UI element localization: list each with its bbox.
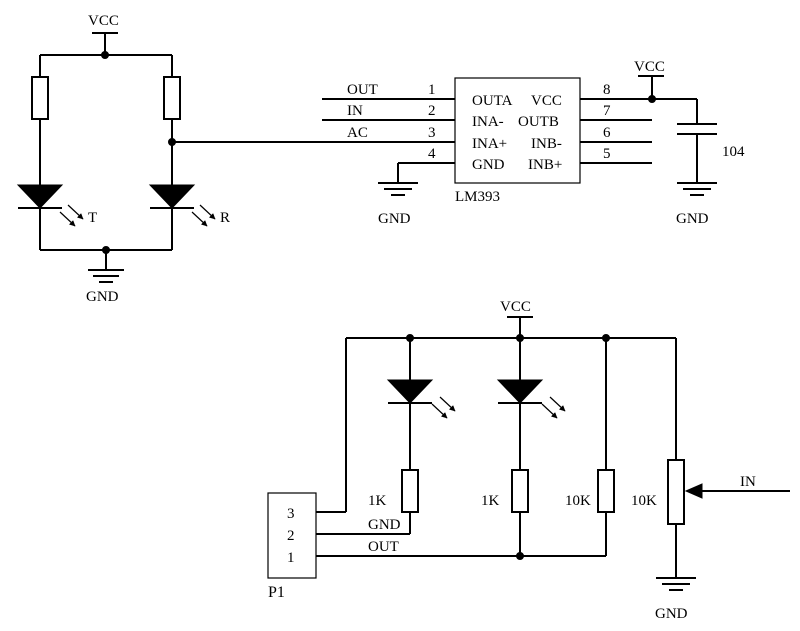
net-label-out: OUT — [347, 82, 378, 98]
pin-number: 6 — [603, 125, 611, 141]
pin-name: VCC — [531, 93, 562, 109]
potentiometer-10k — [667, 459, 685, 525]
resistor-1k-b-label: 1K — [481, 493, 500, 509]
resistor-emitter — [31, 76, 49, 120]
resistor-receiver — [163, 76, 181, 120]
net-label-out-bottom: OUT — [368, 539, 399, 555]
pin-number: 8 — [603, 82, 611, 98]
ir-receiver-led-r — [148, 184, 216, 227]
gnd-label-cap: GND — [676, 211, 709, 227]
pot-wiper-arrow — [684, 483, 703, 499]
vcc-label-top-left: VCC — [88, 13, 119, 29]
net-label-in-bottom: IN — [740, 474, 756, 490]
pin-name: OUTB — [518, 114, 559, 130]
gnd-symbol-lm393 — [378, 182, 418, 196]
pin-number: 3 — [428, 125, 436, 141]
comparator-lm393: LM393 OUT IN AC 1 2 3 4 OUTA INA- INA+ G… — [322, 59, 745, 227]
connector-pin-number: 3 — [287, 506, 295, 522]
pin-name: INB- — [531, 136, 562, 152]
pin-name: INB+ — [528, 157, 562, 173]
gnd-label-lm393: GND — [378, 211, 411, 227]
resistor-1k-b — [511, 469, 529, 513]
pot-label: 10K — [631, 493, 657, 509]
net-label-ac: AC — [347, 125, 368, 141]
connector-p1 — [267, 492, 317, 579]
connector-pin-number: 2 — [287, 528, 295, 544]
output-indicator-led — [496, 379, 566, 419]
gnd-symbol-cap — [677, 182, 717, 196]
vcc-label-lm393: VCC — [634, 59, 665, 75]
pin-number: 5 — [603, 146, 611, 162]
output-circuit: VCC 1K GND 1K — [267, 299, 790, 622]
net-label-gnd: GND — [368, 517, 401, 533]
ir-emitter-led-t — [16, 184, 84, 227]
connector-label: P1 — [268, 584, 285, 601]
lm393-body — [454, 77, 581, 184]
gnd-label-pot: GND — [655, 606, 688, 622]
lm393-part-label: LM393 — [455, 189, 500, 205]
receiver-label: R — [220, 210, 230, 226]
pin-name: INA- — [472, 114, 504, 130]
vcc-label-bottom: VCC — [500, 299, 531, 315]
pin-name: OUTA — [472, 93, 513, 109]
pin-number: 1 — [428, 82, 436, 98]
pin-number: 4 — [428, 146, 436, 162]
cap-value-label: 104 — [722, 144, 745, 160]
resistor-1k-a-label: 1K — [368, 493, 387, 509]
net-label-in: IN — [347, 103, 363, 119]
resistor-1k-a — [401, 469, 419, 513]
connector-pin-number: 1 — [287, 550, 295, 566]
pin-number: 7 — [603, 103, 611, 119]
gnd-label-top-left: GND — [86, 289, 119, 305]
pin-name: GND — [472, 157, 505, 173]
pin-number: 2 — [428, 103, 436, 119]
emitter-label: T — [88, 210, 97, 226]
resistor-10k-pullup — [597, 469, 615, 513]
power-indicator-led — [386, 379, 456, 419]
gnd-symbol-top-left — [88, 250, 124, 283]
pin-name: INA+ — [472, 136, 507, 152]
gnd-symbol-pot — [656, 577, 696, 591]
ir-sensor-circuit: VCC T R — [16, 13, 455, 305]
resistor-10k-label: 10K — [565, 493, 591, 509]
capacitor-104 — [677, 123, 717, 135]
